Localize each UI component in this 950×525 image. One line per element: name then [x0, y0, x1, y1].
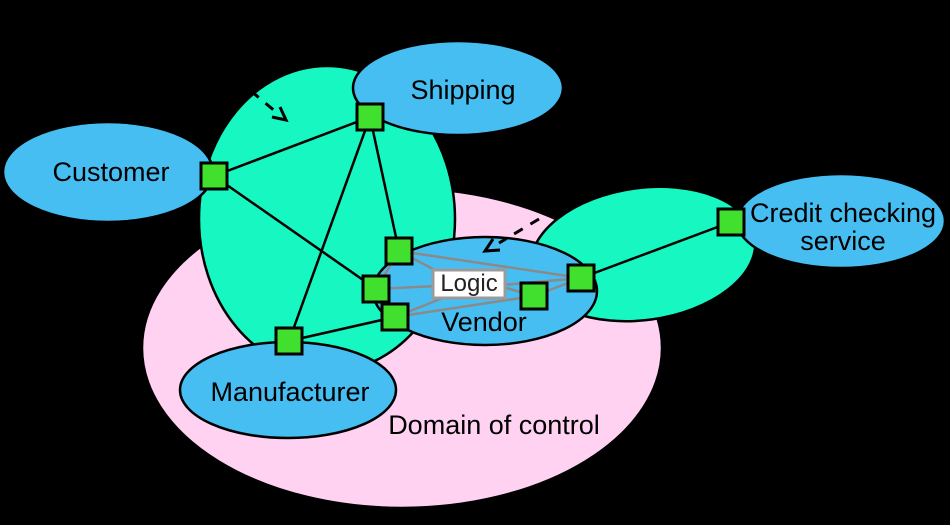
vendor-port-top-left — [384, 236, 414, 266]
customer-port — [199, 161, 229, 191]
edge-vendor-credit — [580, 220, 732, 280]
edge-shipping-manufacturer — [287, 116, 372, 342]
credit-checking-label-line2: service — [800, 226, 886, 256]
credit-checking-port — [716, 207, 746, 237]
vendor-port-left — [361, 274, 391, 304]
customer-label: Customer — [52, 157, 169, 187]
edge-shipping-vendor — [368, 116, 401, 252]
edge-customer-shipping — [213, 115, 371, 178]
choreography-pointer-arrow — [250, 89, 289, 123]
choreography-edges — [213, 115, 732, 343]
vendor-port-right — [566, 263, 596, 293]
port-squares — [199, 102, 746, 356]
vendor-port-bottom-left — [380, 302, 410, 332]
credit-checking-label-line1: Credit checking — [750, 198, 936, 228]
shipping-port — [355, 102, 385, 132]
manufacturer-label: Manufacturer — [210, 377, 369, 407]
shipping-label: Shipping — [410, 75, 515, 105]
vendor-port-inner-right — [519, 281, 549, 311]
logic-box — [431, 268, 507, 300]
logic-label: Logic — [440, 270, 497, 297]
shipping-ellipse — [351, 39, 565, 137]
manufacturer-port — [274, 326, 304, 356]
arrow-shaft-choreography — [250, 89, 277, 114]
domain-of-control-label: Domain of control — [388, 410, 600, 440]
edge-manufacturer-vendor — [288, 315, 396, 343]
arrow-head-orchestration — [482, 238, 501, 253]
edge-topleft-right — [398, 249, 582, 280]
arrow-head-choreography — [271, 106, 289, 123]
orchestration-pointer-arrow — [482, 217, 540, 253]
edge-bottomleft-innerright — [394, 294, 535, 319]
arrow-shaft-orchestration — [498, 217, 540, 245]
edge-customer-vendor — [213, 174, 377, 291]
vendor-label: Vendor — [441, 307, 527, 337]
